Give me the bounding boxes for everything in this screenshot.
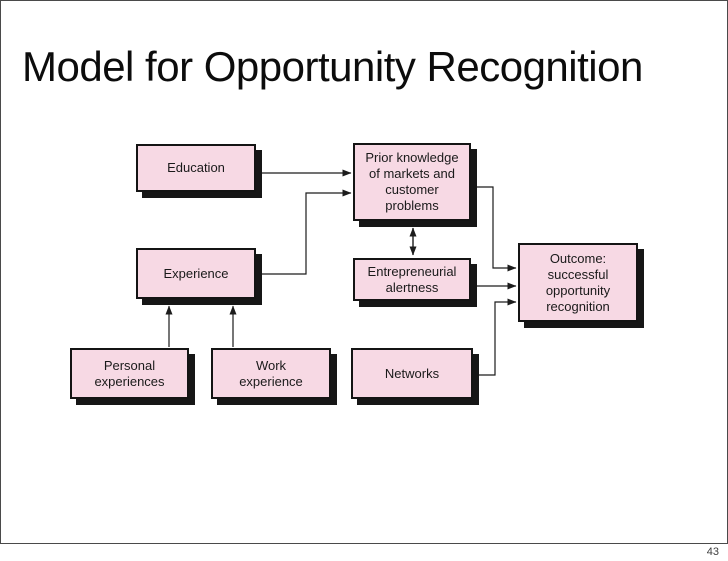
box-experience-label: Experience [163, 265, 229, 281]
slide: Model for Opportunity Recognition [0, 0, 728, 544]
box-prior-knowledge-label: Prior knowledge of markets and customer … [365, 150, 459, 213]
box-personal-experiences-label: Personal experiences [94, 357, 165, 389]
box-education: Education [136, 144, 256, 192]
box-entrepreneurial-alertness: Entrepreneurial alertness [353, 258, 471, 301]
slide-title: Model for Opportunity Recognition [22, 43, 643, 90]
opportunity-recognition-diagram: Education Prior knowledge of markets and… [1, 1, 728, 544]
connector-arrows [165, 169, 517, 376]
arrow-prior-knowledge-to-outcome [472, 186, 517, 272]
box-experience: Experience [136, 248, 256, 299]
box-prior-knowledge: Prior knowledge of markets and customer … [353, 143, 471, 221]
page-number: 43 [706, 546, 719, 558]
box-personal-experiences: Personal experiences [70, 348, 189, 399]
box-work-experience: Work experience [211, 348, 331, 399]
box-networks-label: Networks [384, 365, 440, 381]
box-outcome: Outcome: successful opportunity recognit… [518, 243, 638, 322]
arrow-experience-to-prior-knowledge [257, 189, 352, 275]
box-education-label: Education [167, 160, 225, 175]
box-work-experience-label: Work experience [239, 357, 303, 389]
box-entrepreneurial-alertness-label: Entrepreneurial alertness [367, 263, 457, 295]
arrow-networks-to-outcome [474, 298, 517, 376]
box-outcome-label: Outcome: successful opportunity recognit… [545, 250, 611, 314]
box-networks: Networks [351, 348, 473, 399]
